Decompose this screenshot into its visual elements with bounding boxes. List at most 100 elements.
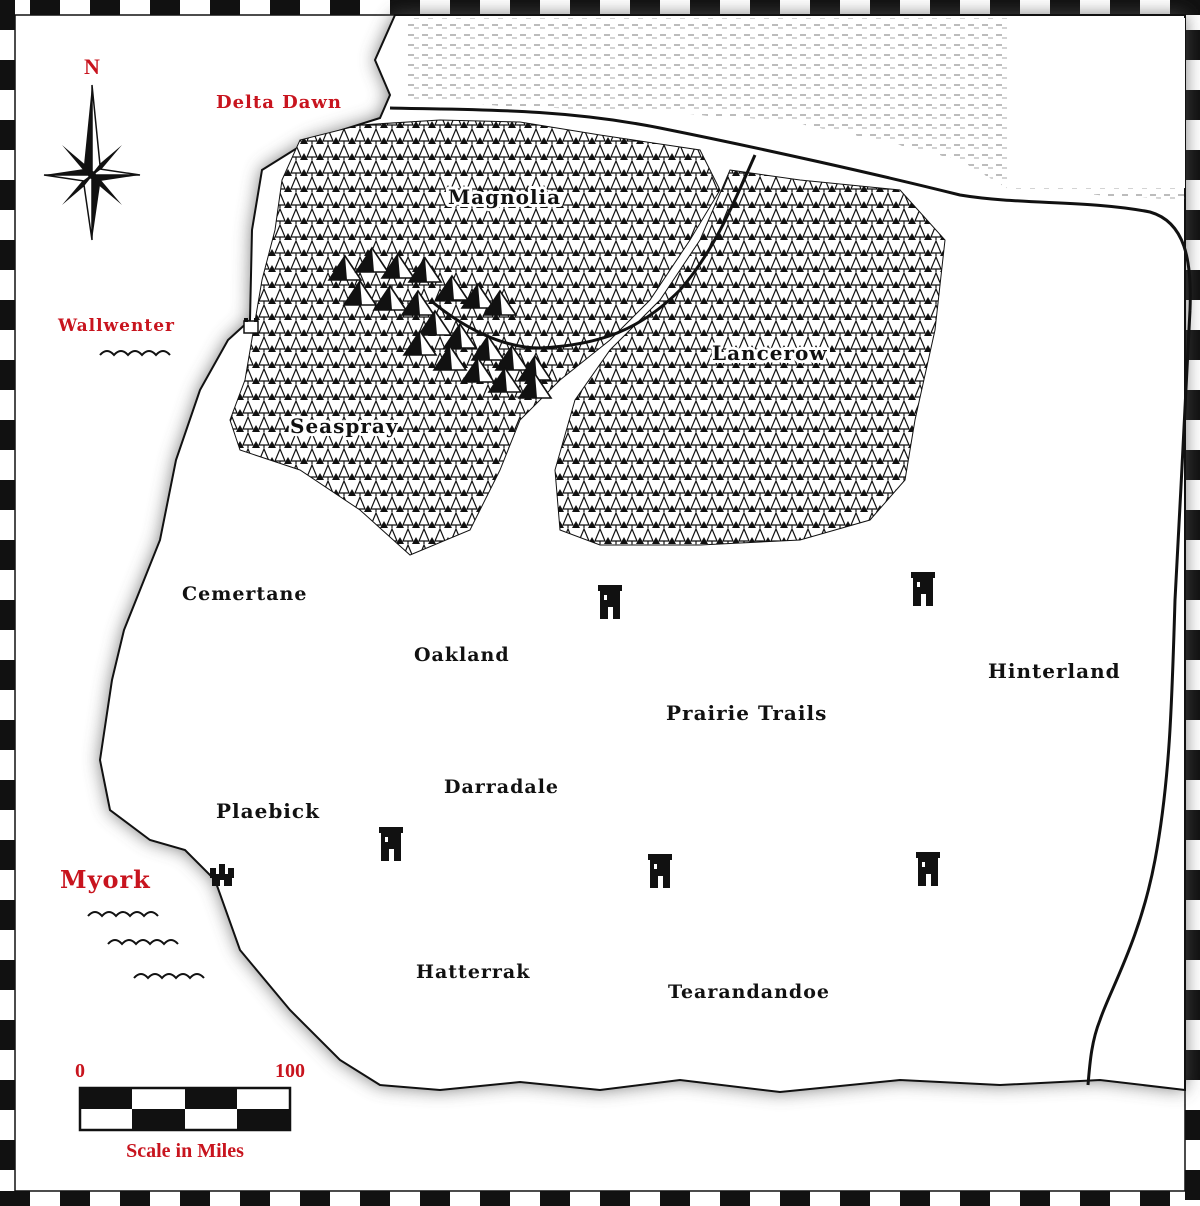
border-check: [1185, 930, 1200, 960]
border-check: [150, 0, 180, 15]
border-check: [0, 60, 15, 90]
border-check: [0, 0, 15, 30]
border-check: [60, 1191, 90, 1206]
tower-icon: [648, 854, 672, 888]
tower-icon: [379, 827, 403, 861]
border-check: [780, 1191, 810, 1206]
border-check: [810, 0, 840, 15]
scale-caption: Scale in Miles: [126, 1140, 244, 1162]
border-check: [210, 0, 240, 15]
mountain-shade: [404, 331, 422, 355]
border-check: [0, 1080, 15, 1110]
border-check: [0, 120, 15, 150]
border-check: [0, 360, 15, 390]
border-check: [750, 0, 780, 15]
border-check: [30, 0, 60, 15]
forest-east: [554, 169, 946, 546]
mountain-shade: [519, 356, 537, 380]
border-check: [690, 0, 720, 15]
border-check: [90, 0, 120, 15]
wave-icon: [133, 973, 205, 980]
label-hinterland: Hinterland: [988, 659, 1121, 683]
label-myork: Myork: [60, 865, 151, 894]
forest-west: [229, 119, 721, 556]
mountain-shade: [489, 368, 507, 392]
border-check: [510, 0, 540, 15]
mountain-shade: [329, 256, 347, 280]
scale-bar: [78, 1086, 292, 1132]
border-check: [540, 1191, 570, 1206]
border-check: [1185, 750, 1200, 780]
border-check: [1185, 630, 1200, 660]
border-check: [1185, 570, 1200, 600]
border-check: [120, 1191, 150, 1206]
mountain-shade: [356, 248, 374, 272]
border-check: [630, 0, 660, 15]
mountain-shade: [472, 336, 490, 360]
rivers: [389, 106, 1192, 1086]
border-check: [0, 480, 15, 510]
border-check: [570, 0, 600, 15]
border-check: [1050, 0, 1080, 15]
label-wallwenter: Wallwenter: [57, 316, 175, 336]
label-lancerow: Lancerow: [712, 341, 828, 365]
border-check: [330, 0, 360, 15]
mountain-shade: [374, 286, 392, 310]
border-check: [720, 1191, 750, 1206]
border-check: [0, 1140, 15, 1170]
border-check: [1185, 870, 1200, 900]
border-check: [870, 0, 900, 15]
border-check: [240, 1191, 270, 1206]
border-check: [0, 720, 15, 750]
mountain-shade: [402, 291, 420, 315]
compass-rose-icon: [43, 84, 141, 241]
mountain-range: [327, 246, 553, 399]
border-check: [0, 900, 15, 930]
border-check: [0, 840, 15, 870]
border-check: [1185, 270, 1200, 300]
border-check: [0, 780, 15, 810]
border-check: [900, 1191, 930, 1206]
marsh-area: [405, 18, 1185, 200]
wave-icon: [99, 350, 171, 357]
tower-icon: [916, 852, 940, 886]
border-check: [1185, 1170, 1200, 1200]
border-check: [1185, 210, 1200, 240]
towers: [379, 572, 940, 888]
mountain-shade: [436, 276, 454, 300]
border-check: [0, 600, 15, 630]
border-check: [270, 0, 300, 15]
border-check: [450, 0, 480, 15]
border-check: [180, 1191, 210, 1206]
border-check: [0, 240, 15, 270]
border-check: [1185, 450, 1200, 480]
border-check: [1185, 990, 1200, 1020]
label-plaebick: Plaebick: [216, 799, 320, 823]
label-cemertane: Cemertane: [182, 583, 307, 605]
sea-waves: [87, 350, 205, 980]
border-check: [840, 1191, 870, 1206]
border-check: [0, 300, 15, 330]
mountain-shade: [519, 374, 537, 398]
border-check: [1185, 1050, 1200, 1080]
border-check: [480, 1191, 510, 1206]
label-oakland: Oakland: [414, 644, 510, 666]
border-check: [1185, 390, 1200, 420]
label-hatterrak: Hatterrak: [416, 961, 530, 983]
border-check: [1185, 150, 1200, 180]
label-tearandandoe: Tearandandoe: [668, 981, 830, 1003]
border-check: [1185, 30, 1200, 60]
mountain-shade: [484, 291, 502, 315]
mountain-shade: [496, 346, 514, 370]
border-check: [660, 1191, 690, 1206]
border-check: [0, 420, 15, 450]
border-check: [0, 1020, 15, 1050]
label-seaspray: Seaspray: [290, 414, 399, 438]
mountain-shade: [462, 284, 480, 308]
border-check: [1140, 1191, 1170, 1206]
scale-start-label: 0: [75, 1060, 85, 1082]
scale-end-label: 100: [275, 1060, 305, 1082]
border-check: [1020, 1191, 1050, 1206]
border-check: [1080, 1191, 1110, 1206]
